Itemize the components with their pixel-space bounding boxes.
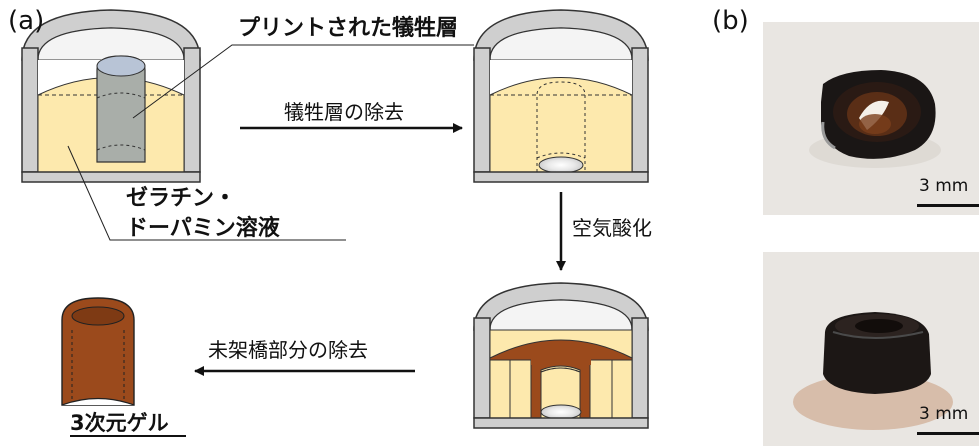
gel-tube-result [61, 297, 135, 406]
scale-bar-bottom [917, 432, 979, 435]
label-solution-line2: ドーパミン溶液 [126, 216, 280, 241]
panel-label-b: (b) [712, 6, 749, 36]
container-step3 [473, 282, 649, 429]
label-solution-line1: ゼラチン・ [126, 186, 237, 211]
scale-bar-top [917, 204, 979, 207]
photo-bottom: 3 mm [763, 252, 979, 446]
label-step-remove-uncrosslinked: 未架橋部分の除去 [208, 338, 368, 362]
gel-ring-top-view [809, 70, 941, 168]
container-step2 [473, 9, 649, 183]
leader-printed-layer [132, 44, 474, 119]
label-step-air-oxidation: 空気酸化 [572, 216, 652, 240]
label-step-remove-sacrificial: 犠牲層の除去 [284, 100, 404, 124]
scale-text-bottom: 3 mm [919, 404, 969, 424]
container-step1 [21, 9, 201, 183]
scale-text-top: 3 mm [919, 176, 969, 196]
label-result: 3次元ゲル [70, 411, 169, 435]
leader-solution [67, 145, 346, 241]
gel-ring-side-view [793, 312, 953, 430]
label-printed-layer: プリントされた犠牲層 [238, 16, 459, 41]
panel-label-a: (a) [8, 6, 45, 36]
photo-top: 3 mm [763, 22, 979, 215]
